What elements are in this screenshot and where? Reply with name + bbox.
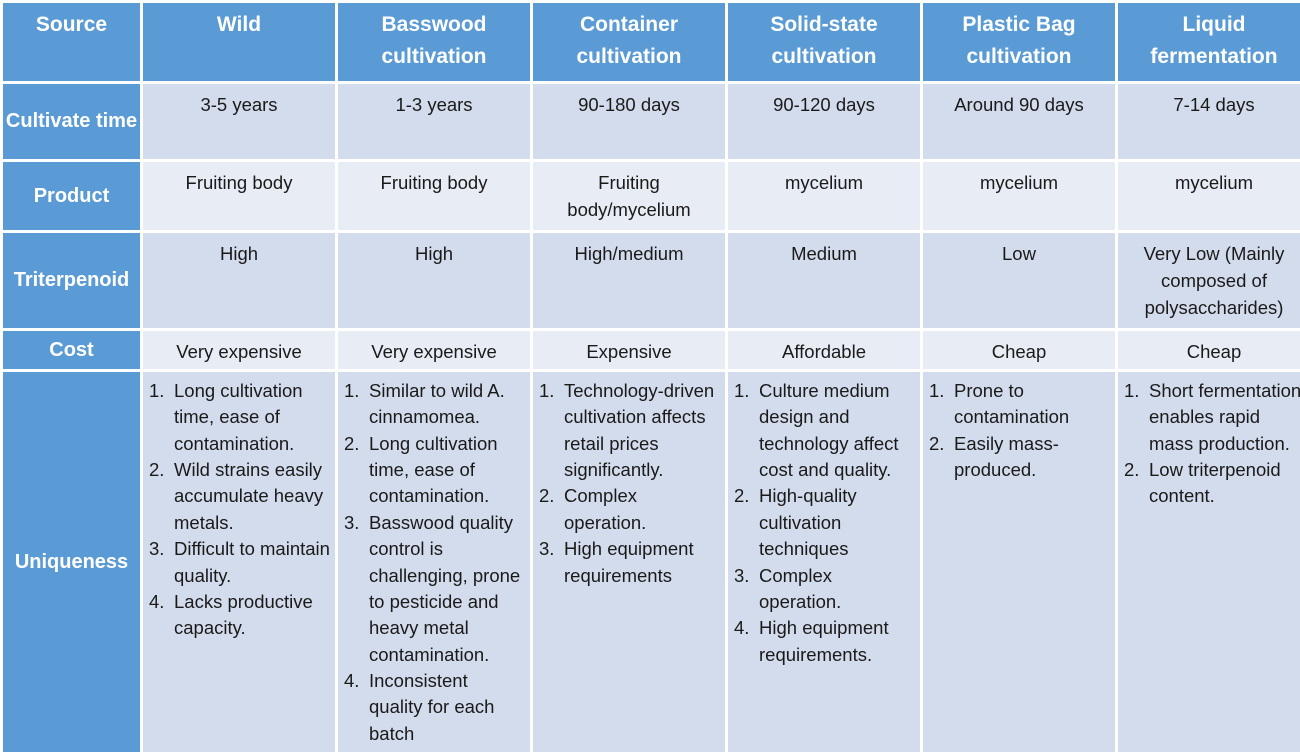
cell-product-liquid-fermentation: mycelium — [1118, 161, 1300, 230]
list-item: Short fermentation enables rapid mass pr… — [1124, 378, 1300, 454]
row-label-cost: Cost — [3, 330, 140, 369]
cell-cost-liquid-fermentation: Cheap — [1118, 330, 1300, 369]
cell-cost-wild: Very expensive — [143, 330, 335, 369]
column-header-container: Container cultivation — [533, 3, 725, 81]
list-item: Inconsistent quality for each batch — [344, 668, 495, 744]
cell-triterpenoid-container: High/medium — [533, 232, 725, 328]
table-row: Triterpenoid High High High/medium Mediu… — [3, 232, 1300, 328]
uniqueness-list-container: Technology-driven cultivation affects re… — [539, 378, 721, 589]
column-header-solid-state: Solid-state cultivation — [728, 3, 920, 81]
table-body: Source Wild Basswood cultivation Contain… — [3, 3, 1300, 752]
list-item: Prone to contamination — [929, 378, 1070, 428]
table-row: Cultivate time 3-5 years 1-3 years 90-18… — [3, 83, 1300, 159]
list-item: Similar to wild A. cinnamomea. — [344, 378, 505, 428]
cell-uniqueness-liquid-fermentation: Short fermentation enables rapid mass pr… — [1118, 372, 1300, 752]
column-header-source: Source — [3, 3, 140, 81]
row-label-product: Product — [3, 161, 140, 230]
cell-triterpenoid-wild: High — [143, 232, 335, 328]
list-item: Easily mass-produced. — [929, 431, 1059, 481]
cell-product-solid-state: mycelium — [728, 161, 920, 230]
list-item: High-quality cultivation techniques — [734, 483, 857, 560]
list-item: Long cultivation time, ease of contamina… — [344, 431, 498, 507]
cell-triterpenoid-liquid-fermentation: Very Low (Mainly composed of polysacchar… — [1118, 232, 1300, 328]
cell-cost-plastic-bag: Cheap — [923, 330, 1115, 369]
cell-uniqueness-solid-state: Culture medium design and technology aff… — [728, 372, 920, 752]
column-header-basswood: Basswood cultivation — [338, 3, 530, 81]
list-item: Complex operation. — [539, 483, 647, 533]
cell-triterpenoid-solid-state: Medium — [728, 232, 920, 328]
uniqueness-list-basswood: Similar to wild A. cinnamomea.Long culti… — [344, 378, 526, 747]
list-item: Culture medium design and technology aff… — [734, 378, 899, 481]
cell-uniqueness-wild: Long cultivation time, ease of contamina… — [143, 372, 335, 752]
table-row: Cost Very expensive Very expensive Expen… — [3, 330, 1300, 369]
cell-uniqueness-basswood: Similar to wild A. cinnamomea.Long culti… — [338, 372, 530, 752]
table-header-row: Source Wild Basswood cultivation Contain… — [3, 3, 1300, 81]
cell-cultivate-time-liquid-fermentation: 7-14 days — [1118, 83, 1300, 159]
list-item: Complex operation. — [734, 563, 842, 612]
cell-cost-solid-state: Affordable — [728, 330, 920, 369]
list-item: Basswood quality control is challenging,… — [344, 510, 521, 665]
list-item: Difficult to maintain quality. — [149, 536, 330, 586]
list-item: Technology-driven cultivation affects re… — [539, 378, 715, 481]
cell-cultivate-time-solid-state: 90-120 days — [728, 83, 920, 159]
row-label-uniqueness: Uniqueness — [3, 372, 140, 752]
cell-triterpenoid-basswood: High — [338, 232, 530, 328]
table-row: Product Fruiting body Fruiting body Frui… — [3, 161, 1300, 230]
row-label-cultivate-time: Cultivate time — [3, 83, 140, 159]
column-header-liquid-fermentation: Liquid fermentation — [1118, 3, 1300, 81]
cell-product-basswood: Fruiting body — [338, 161, 530, 230]
cell-cost-basswood: Very expensive — [338, 330, 530, 369]
row-label-triterpenoid: Triterpenoid — [3, 232, 140, 328]
uniqueness-list-liquid-fermentation: Short fermentation enables rapid mass pr… — [1124, 378, 1300, 510]
cell-cultivate-time-wild: 3-5 years — [143, 83, 335, 159]
cell-uniqueness-container: Technology-driven cultivation affects re… — [533, 372, 725, 752]
column-header-plastic-bag: Plastic Bag cultivation — [923, 3, 1115, 81]
cell-product-container: Fruiting body/mycelium — [533, 161, 725, 230]
cell-cost-container: Expensive — [533, 330, 725, 369]
list-item: Wild strains easily accumulate heavy met… — [149, 457, 324, 533]
list-item: Low triterpenoid content. — [1124, 457, 1281, 507]
cell-product-wild: Fruiting body — [143, 161, 335, 230]
list-item: Lacks productive capacity. — [149, 589, 313, 639]
uniqueness-list-solid-state: Culture medium design and technology aff… — [734, 378, 916, 668]
column-header-wild: Wild — [143, 3, 335, 81]
cell-cultivate-time-basswood: 1-3 years — [338, 83, 530, 159]
table-row: Uniqueness Long cultivation time, ease o… — [3, 372, 1300, 752]
list-item: Long cultivation time, ease of contamina… — [149, 378, 303, 454]
cell-cultivate-time-container: 90-180 days — [533, 83, 725, 159]
cell-product-plastic-bag: mycelium — [923, 161, 1115, 230]
list-item: High equipment requirements. — [734, 615, 889, 665]
list-item: High equipment requirements — [539, 536, 694, 586]
cell-cultivate-time-plastic-bag: Around 90 days — [923, 83, 1115, 159]
cell-triterpenoid-plastic-bag: Low — [923, 232, 1115, 328]
uniqueness-list-wild: Long cultivation time, ease of contamina… — [149, 378, 331, 642]
